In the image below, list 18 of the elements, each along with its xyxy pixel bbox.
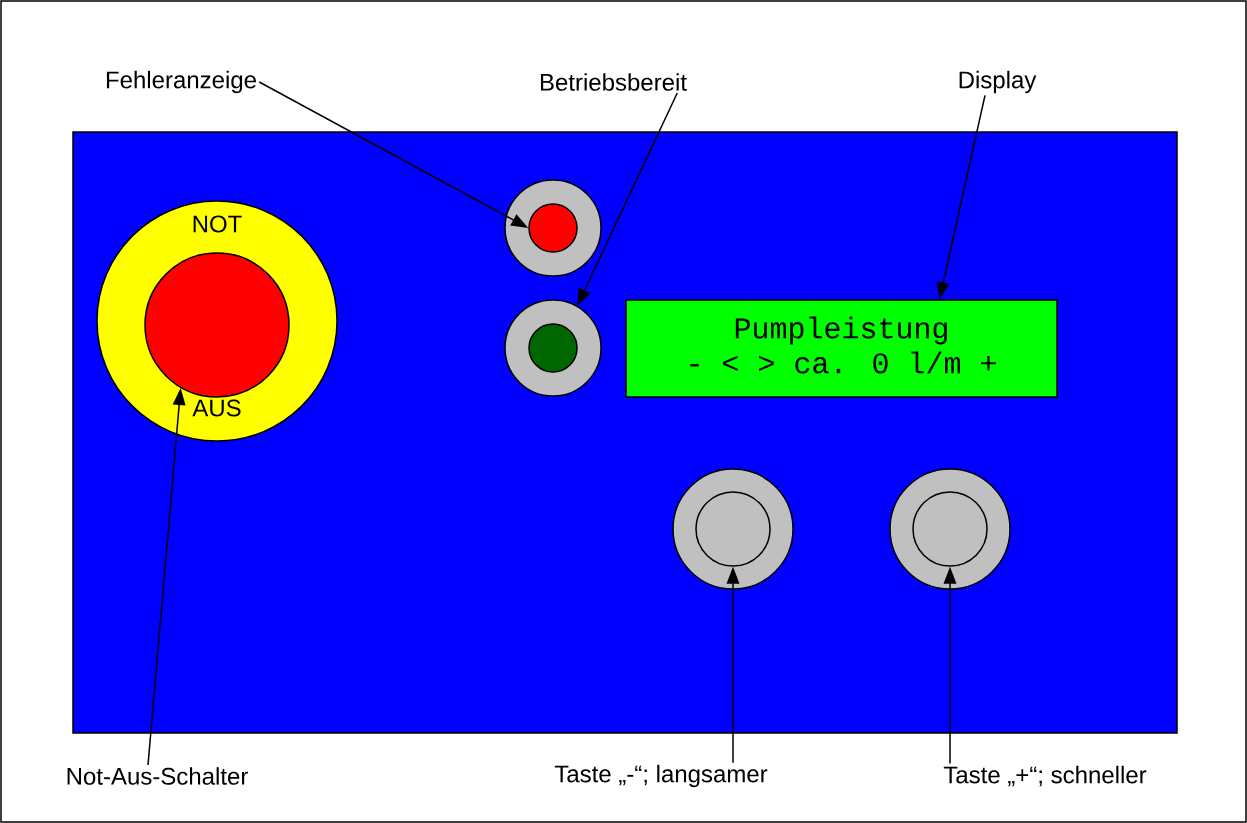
callout-label: Fehleranzeige [106, 70, 256, 94]
leader-line [726, 566, 740, 764]
leader-line [147, 388, 186, 766]
lcd-display: Pumpleistung - < > ca. 0 l/m + [625, 299, 1058, 398]
leader-line [577, 92, 678, 306]
leader-line [258, 81, 529, 228]
callout-label: Taste „+“; schneller [943, 765, 1147, 787]
callout-label: Display [959, 70, 1037, 94]
indicator-lamp [528, 323, 578, 373]
leader-line [943, 566, 957, 765]
callout-label: Taste „-“; langsamer [554, 764, 768, 788]
callout-label: Betriebsbereit [540, 73, 687, 91]
button-cap [695, 491, 771, 567]
indicator-lamp [528, 203, 578, 253]
emergency-stop-button [144, 252, 290, 398]
callout-label: Not-Aus-Schalter [67, 767, 248, 785]
button-cap [912, 491, 988, 567]
leader-line [936, 94, 986, 300]
